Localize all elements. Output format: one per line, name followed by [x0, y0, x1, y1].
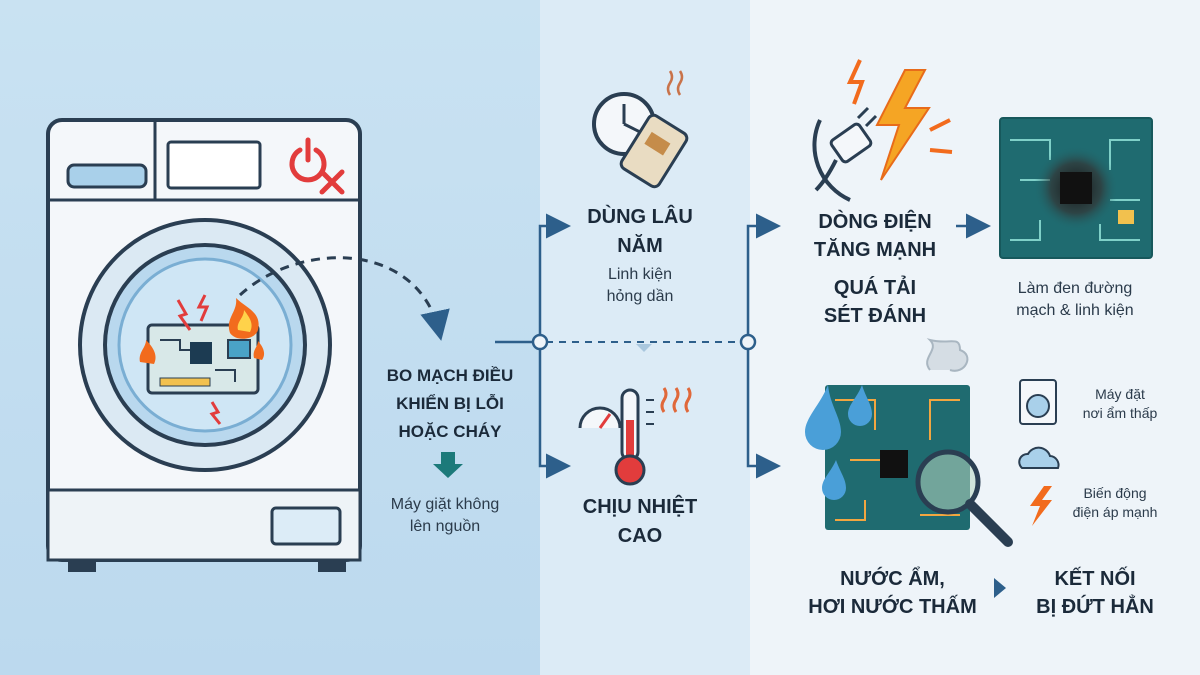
- aging-title-line: NĂM: [617, 235, 663, 257]
- main-fault-title-line: HOẶC CHÁY: [398, 422, 502, 441]
- main-fault-title-line: BO MẠCH ĐIỀU: [386, 366, 514, 385]
- dashed-connector-arrow: [238, 256, 450, 341]
- moisture-title-line: HƠI NƯỚC THẤM: [808, 596, 977, 618]
- side-note-line: Máy đặt: [1095, 386, 1145, 402]
- aging-cause-title: DÙNG LÂU NĂM: [560, 203, 720, 261]
- power-off-icon: [289, 137, 345, 195]
- main-fault-subtitle-line: Máy giặt không: [390, 496, 500, 513]
- side-note-line: nơi ẩm thấp: [1082, 405, 1158, 421]
- burnt-circuit-board-icon: [139, 294, 265, 425]
- thermometer-icon: [614, 388, 654, 486]
- moisture-title-line: NƯỚC ẨM,: [840, 568, 945, 590]
- down-arrow-icon: [433, 452, 463, 478]
- aging-desc-line: Linh kiện: [607, 266, 673, 283]
- gauge-icon: [578, 406, 622, 429]
- aged-component-icon: [619, 70, 689, 189]
- junction-node: [531, 333, 549, 351]
- right-panel-background: [750, 0, 1200, 675]
- surge-title2-line: SÉT ĐÁNH: [823, 305, 927, 327]
- surge-title-line: TĂNG MẠNH: [813, 239, 937, 261]
- chevron-down-icon: [636, 344, 652, 352]
- small-washer-icon: [1019, 379, 1057, 425]
- main-fault-subtitle: Máy giặt không lên nguồn: [360, 494, 530, 538]
- side-note-voltage-fluctuation: Biến động điện áp mạnh: [1050, 484, 1180, 522]
- moisture-circuit-icon: [805, 338, 1013, 547]
- surge-result-line: mạch & linh kiện: [1016, 302, 1134, 319]
- surge-cause-title: DÒNG ĐIỆN TĂNG MẠNH: [785, 208, 965, 264]
- surge-title2-line: QUÁ TẢI: [833, 277, 917, 299]
- arrow-right-icon: [994, 578, 1006, 598]
- surge-result-line: Làm đen đường: [1017, 280, 1133, 297]
- heat-title-line: CHỊU NHIỆT: [582, 496, 698, 518]
- surge-cause-subtitle: QUÁ TẢI SÉT ĐÁNH: [785, 274, 965, 330]
- aging-desc-line: hỏng dần: [606, 288, 674, 305]
- side-note-line: điện áp mạnh: [1072, 504, 1158, 520]
- surge-title-line: DÒNG ĐIỆN: [818, 211, 932, 233]
- moisture-result-line: BỊ ĐỨT HẲN: [1036, 596, 1154, 618]
- surge-result-text: Làm đen đường mạch & linh kiện: [980, 278, 1170, 322]
- junction-node: [739, 333, 757, 351]
- lightning-icon: [1030, 486, 1052, 526]
- main-fault-title-line: KHIỂN BỊ LỖI: [396, 394, 504, 413]
- moisture-cause-title: NƯỚC ẨM, HƠI NƯỚC THẤM: [800, 565, 985, 621]
- aging-title-line: DÙNG LÂU: [587, 206, 693, 228]
- burnt-pcb-icon: [999, 117, 1153, 259]
- cloud-icon: [1018, 446, 1060, 469]
- flow-connectors: [495, 213, 991, 479]
- power-plug-surge-icon: [812, 59, 953, 202]
- main-fault-subtitle-line: lên nguồn: [409, 518, 481, 535]
- side-note-humid-location: Máy đặt nơi ẩm thấp: [1065, 385, 1175, 423]
- heat-title-line: CAO: [617, 525, 663, 547]
- heat-waves-icon: [660, 387, 692, 413]
- moisture-result-title: KẾT NỐI BỊ ĐỨT HẲN: [1015, 565, 1175, 621]
- side-note-line: Biến động: [1083, 485, 1147, 501]
- aging-cause-description: Linh kiện hỏng dần: [560, 264, 720, 308]
- heat-cause-title: CHỊU NHIỆT CAO: [560, 493, 720, 551]
- main-fault-title: BO MẠCH ĐIỀU KHIỂN BỊ LỖI HOẶC CHÁY: [360, 362, 540, 446]
- moisture-result-line: KẾT NỐI: [1054, 568, 1136, 590]
